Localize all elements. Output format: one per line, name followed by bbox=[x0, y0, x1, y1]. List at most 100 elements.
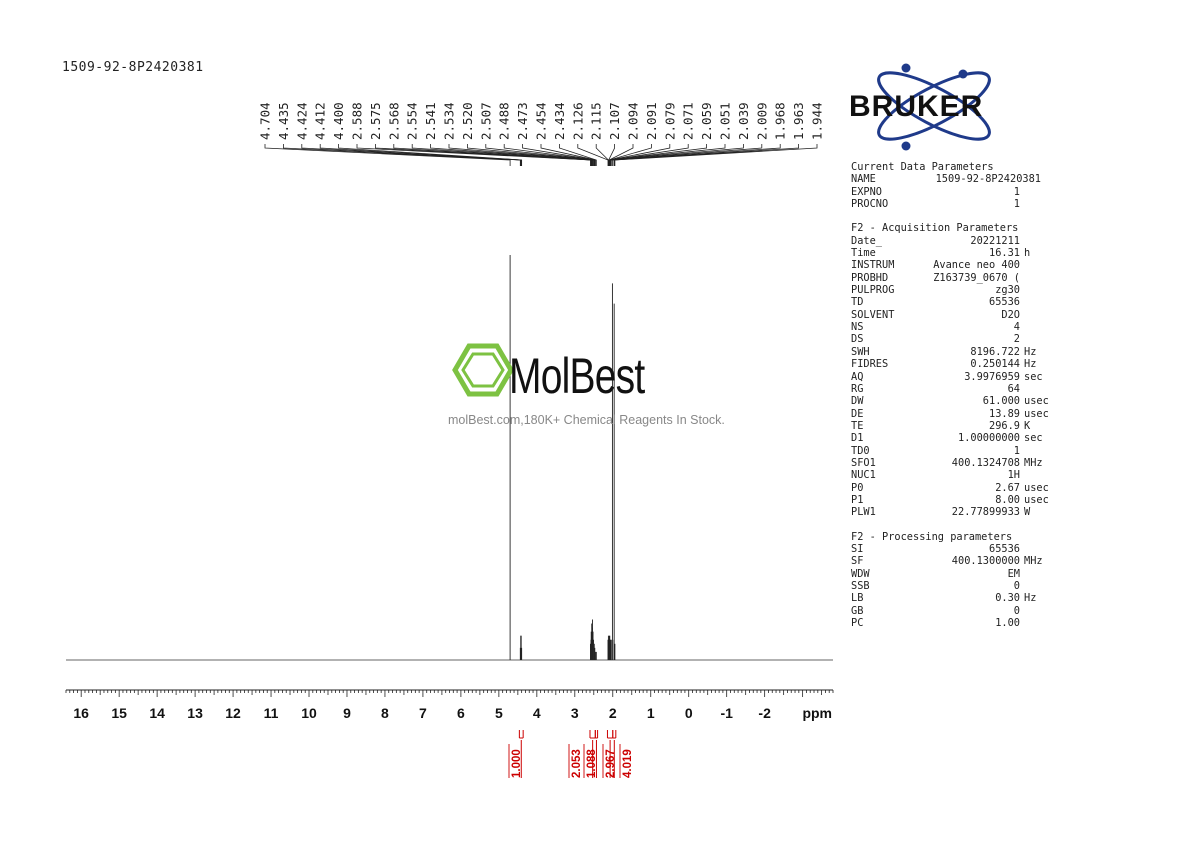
peak-label: 2.071 bbox=[681, 102, 696, 140]
x-tick-label: 12 bbox=[225, 705, 241, 721]
param-value: 1.00000000 bbox=[958, 432, 1020, 445]
integral-value: 4.019 bbox=[622, 749, 634, 778]
param-key: INSTRUM bbox=[851, 259, 895, 272]
x-tick-label: 2 bbox=[609, 705, 617, 721]
peak-label-connector bbox=[559, 144, 597, 166]
param-unit: usec bbox=[1024, 395, 1049, 408]
peak-label: 1.944 bbox=[810, 102, 825, 140]
peak-label-connector bbox=[282, 144, 521, 166]
param-key: Date_ bbox=[851, 234, 882, 247]
param-unit: sec bbox=[1024, 432, 1043, 445]
param-unit: Hz bbox=[1024, 358, 1037, 371]
peak-label-connector bbox=[338, 144, 523, 166]
peak-label: 2.079 bbox=[662, 102, 677, 140]
peak-label-connector bbox=[609, 144, 689, 166]
param-unit: MHz bbox=[1024, 456, 1043, 469]
param-value: 0.30 bbox=[995, 592, 1020, 605]
watermark: MolBest molBest.com,180K+ Chemical Reage… bbox=[446, 343, 746, 433]
param-unit: Hz bbox=[1024, 592, 1037, 605]
peak-label: 2.091 bbox=[644, 102, 659, 140]
param-key: PROBHD bbox=[851, 271, 889, 284]
peak-label: 2.568 bbox=[386, 102, 401, 140]
x-tick-label: 1 bbox=[647, 705, 655, 721]
peak-label-connector bbox=[522, 144, 596, 166]
param-key: FIDRES bbox=[851, 358, 889, 371]
peak-label-connector bbox=[608, 144, 615, 166]
peak-label: 4.704 bbox=[258, 102, 273, 140]
param-value: 3.9976959 bbox=[964, 370, 1020, 383]
x-tick-label: 9 bbox=[343, 705, 351, 721]
param-value: 2 bbox=[1013, 333, 1020, 346]
param-row-td: TD 65536 bbox=[851, 296, 1061, 308]
param-value: 1 bbox=[1013, 198, 1020, 211]
param-key: TD bbox=[851, 296, 864, 309]
param-key: PLW1 bbox=[851, 506, 876, 519]
bruker-logo-text: BRUKER bbox=[849, 90, 984, 123]
param-key: WDW bbox=[851, 567, 870, 580]
param-unit: usec bbox=[1024, 407, 1049, 420]
param-key: LB bbox=[851, 592, 864, 605]
x-tick-label: -1 bbox=[720, 705, 733, 721]
param-value: 1.00 bbox=[995, 617, 1020, 630]
x-tick-label: 14 bbox=[149, 705, 165, 721]
param-key: AQ bbox=[851, 370, 864, 383]
peak-label: 2.009 bbox=[754, 102, 769, 140]
integral-bracket bbox=[612, 730, 617, 739]
x-tick-label: 8 bbox=[381, 705, 389, 721]
param-key: DS bbox=[851, 333, 864, 346]
param-value: 64 bbox=[1007, 382, 1020, 395]
peak-label-connector bbox=[610, 144, 726, 166]
param-key: DW bbox=[851, 395, 864, 408]
processing-params-title: F2 - Processing parameters bbox=[851, 530, 1013, 543]
peak-label: 4.424 bbox=[294, 102, 309, 140]
peak-label: 2.507 bbox=[478, 102, 493, 140]
param-value: Z163739_0670 ( bbox=[933, 271, 1020, 284]
param-key: NS bbox=[851, 321, 864, 334]
param-row-ds: DS 2 bbox=[851, 333, 1061, 345]
peak-label: 2.094 bbox=[626, 102, 641, 140]
x-tick-label: 7 bbox=[419, 705, 427, 721]
param-value: 20221211 bbox=[970, 234, 1020, 247]
x-tick-label: 3 bbox=[571, 705, 579, 721]
param-key: NUC1 bbox=[851, 469, 876, 482]
peak-label-connector bbox=[608, 144, 652, 166]
peak-label-connector bbox=[540, 144, 596, 166]
peak-label: 2.039 bbox=[736, 102, 751, 140]
param-value: 400.1324708 bbox=[951, 456, 1020, 469]
peak-label-connector bbox=[613, 144, 799, 166]
watermark-logo-text: MolBest bbox=[509, 348, 645, 404]
param-value: 1 bbox=[1013, 444, 1020, 457]
param-row-probhd: PROBHD Z163739_0670 ( bbox=[851, 272, 1061, 284]
peak-label-connector bbox=[595, 144, 609, 166]
param-value: 8.00 bbox=[995, 493, 1020, 506]
peak-label-connector bbox=[503, 144, 595, 166]
x-tick-label: -2 bbox=[758, 705, 771, 721]
peak-label-connector bbox=[393, 144, 592, 166]
param-key: SOLVENT bbox=[851, 308, 895, 321]
integral-value: 1.088 bbox=[586, 749, 598, 778]
param-value: 1 bbox=[1013, 185, 1020, 198]
param-unit: h bbox=[1024, 247, 1031, 260]
param-value: 65536 bbox=[989, 296, 1020, 309]
param-value: 2.67 bbox=[995, 481, 1020, 494]
